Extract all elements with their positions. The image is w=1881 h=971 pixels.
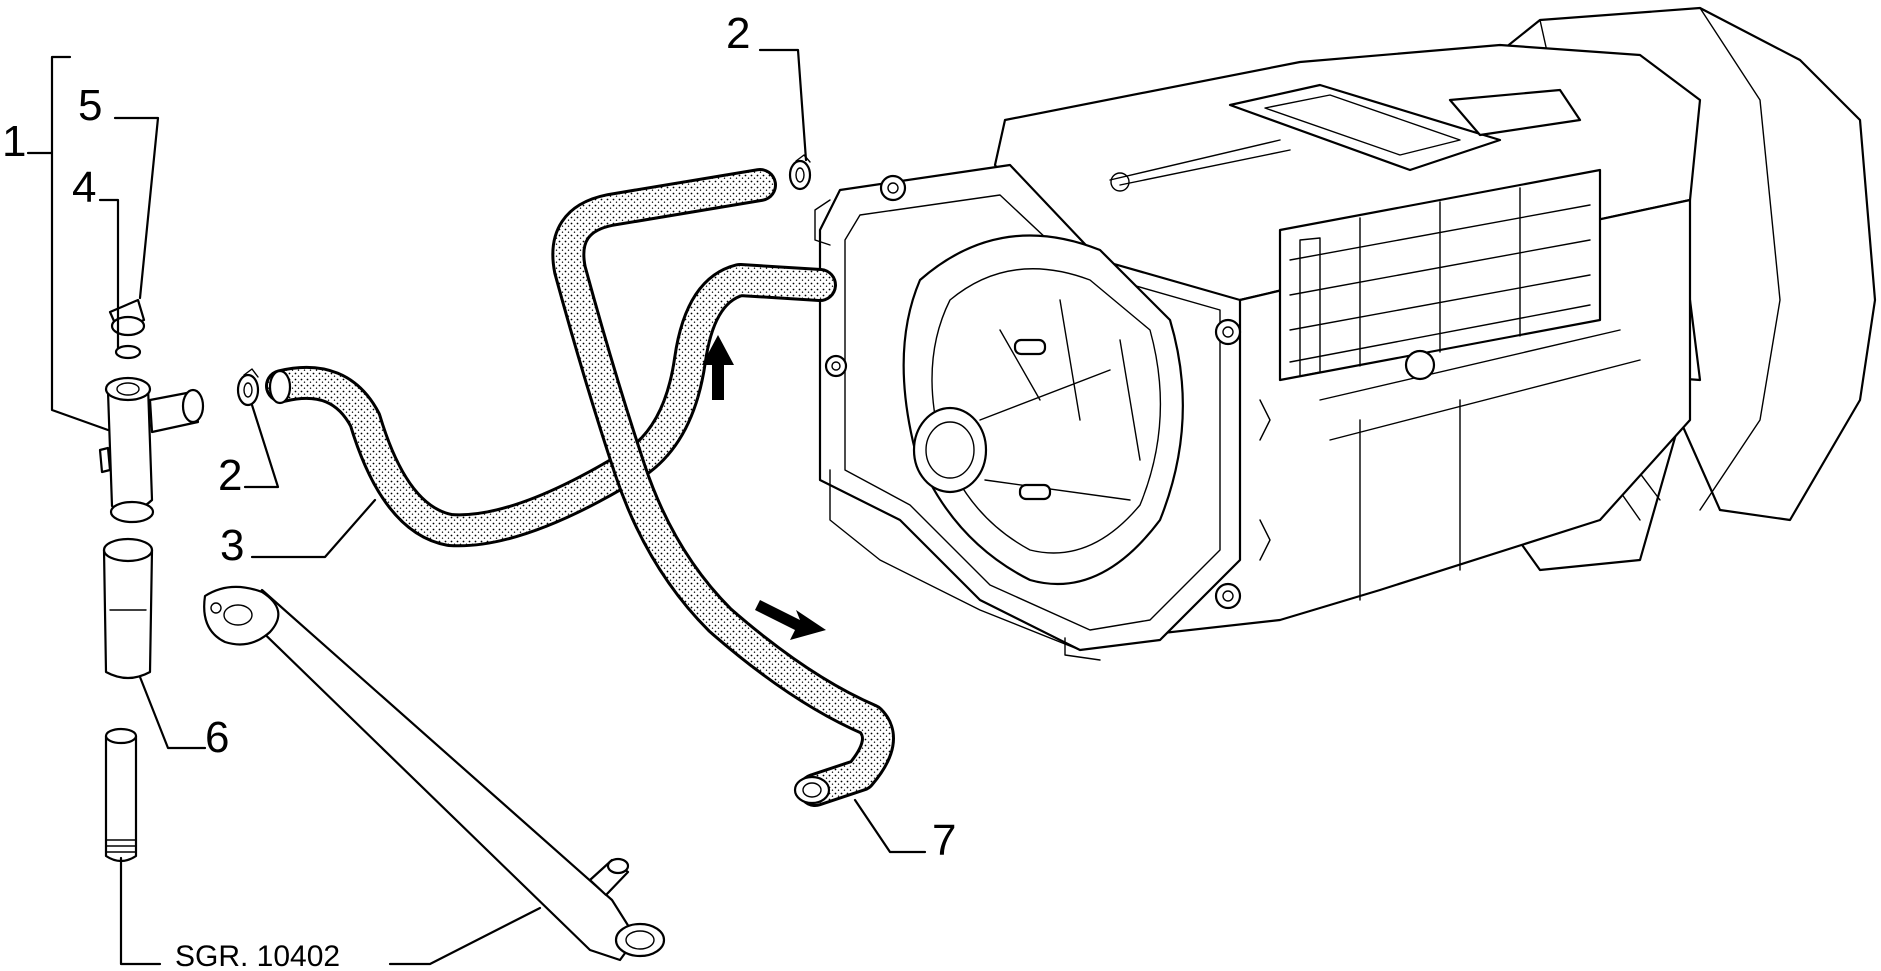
hose-clamp-lower: [236, 368, 260, 407]
hose-7: [551, 168, 895, 807]
heater-unit: [814, 6, 1877, 661]
blower-hub: [912, 406, 988, 494]
heater-top-vent: [1228, 83, 1502, 172]
heater-grille: [1278, 168, 1602, 382]
callout-2-upper: 2: [726, 9, 750, 58]
flow-arrow-right: [755, 600, 826, 640]
callout-6: 6: [205, 713, 229, 762]
callout-3: 3: [220, 521, 244, 570]
blower-shroud: [902, 234, 1184, 586]
callout-7: 7: [932, 816, 956, 865]
o-ring-4: [114, 344, 142, 360]
stud-pipe: [104, 727, 138, 863]
leader-lines: [26, 48, 927, 966]
tee-fitting-1: [98, 376, 205, 524]
hose-3: [265, 263, 837, 548]
hose-clamp-upper: [788, 154, 812, 191]
bleed-screw-5: [108, 298, 146, 337]
callout-5: 5: [78, 81, 102, 130]
callout-2-lower: 2: [218, 451, 242, 500]
callout-1: 1: [2, 117, 26, 166]
coolant-pipe: [203, 585, 666, 962]
sleeve-6: [102, 537, 154, 680]
reference-code: SGR. 10402: [175, 940, 340, 971]
flow-arrow-up: [702, 335, 734, 400]
callout-4: 4: [72, 163, 96, 212]
